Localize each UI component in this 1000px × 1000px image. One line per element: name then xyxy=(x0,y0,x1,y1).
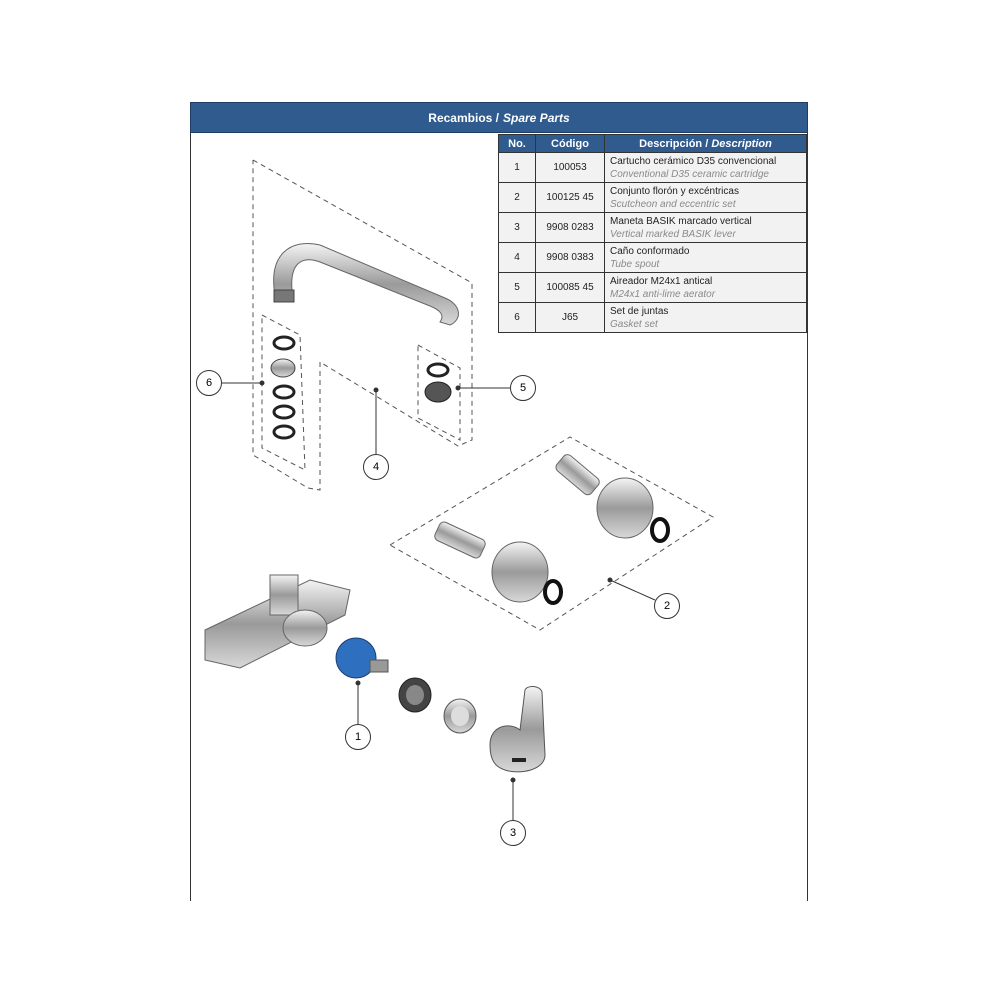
row-code: 100125 45 xyxy=(535,182,605,213)
callout-3: 3 xyxy=(500,820,526,846)
spout-group-outline xyxy=(252,159,473,491)
row-no: 6 xyxy=(498,302,536,333)
row-code: 100085 45 xyxy=(535,272,605,303)
col-no: No. xyxy=(498,134,536,153)
row-code: 9908 0283 xyxy=(535,212,605,243)
header-title-es: Recambios / xyxy=(428,110,499,125)
page-header: Recambios / Spare Parts xyxy=(190,102,808,133)
callout-5: 5 xyxy=(510,375,536,401)
callout-1: 1 xyxy=(345,724,371,750)
callout-4: 4 xyxy=(363,454,389,480)
tube-spout xyxy=(273,243,459,326)
col-code: Código xyxy=(535,134,605,153)
col-description: Descripción / Description xyxy=(604,134,807,153)
row-no: 3 xyxy=(498,212,536,243)
row-no: 1 xyxy=(498,152,536,183)
row-no: 4 xyxy=(498,242,536,273)
row-code: 9908 0383 xyxy=(535,242,605,273)
row-no: 2 xyxy=(498,182,536,213)
aerator-group-outline xyxy=(417,344,461,441)
escutcheon-group-outline xyxy=(389,436,714,631)
lever-handle xyxy=(489,686,546,773)
mixer-body xyxy=(204,579,351,669)
row-no: 5 xyxy=(498,272,536,303)
row-code: 100053 xyxy=(535,152,605,183)
cartridge xyxy=(335,637,377,679)
gasket-group-outline xyxy=(261,314,306,471)
header-title-en: Spare Parts xyxy=(503,110,570,125)
callout-2: 2 xyxy=(654,593,680,619)
row-code: J65 xyxy=(535,302,605,333)
table-header-row: No. Código Descripción / Description xyxy=(498,134,807,153)
callout-6: 6 xyxy=(196,370,222,396)
